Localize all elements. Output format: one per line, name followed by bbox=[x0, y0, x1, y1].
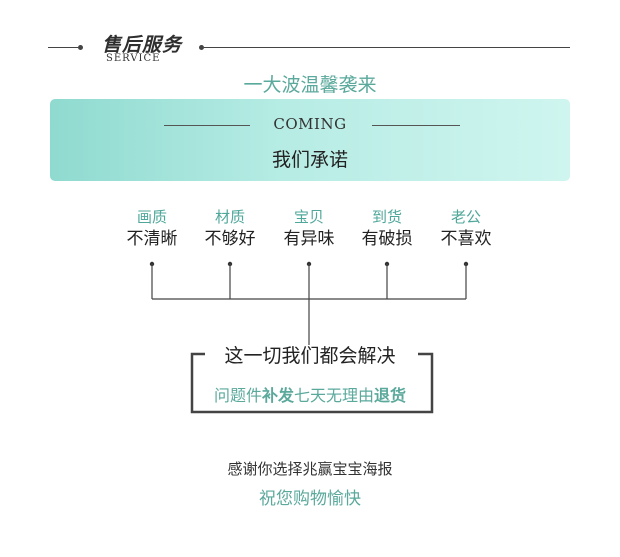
tagline: 一大波温馨袭来 bbox=[243, 74, 377, 96]
promise-item-quality: 画质 不清晰 bbox=[120, 208, 184, 250]
solve-bracket bbox=[190, 352, 434, 414]
solve-sub-part: 问题件 bbox=[213, 386, 262, 405]
solve-subtitle: 问题件补发七天无理由退货 bbox=[0, 382, 620, 406]
promise-item-text: 有异味 bbox=[283, 229, 335, 249]
solve-sub-part: 七天无理由 bbox=[294, 386, 375, 405]
wish-text: 祝您购物愉快 bbox=[259, 489, 361, 509]
promise-item-delivery: 到货 有破损 bbox=[355, 208, 419, 250]
promise-title: 我们承诺 bbox=[271, 149, 348, 171]
solve-sub-emphasis: 补发 bbox=[261, 386, 294, 405]
solve-title: 这一切我们都会解决 bbox=[224, 345, 396, 367]
promise-item-category: 老公 bbox=[450, 208, 481, 226]
promise-item-text: 不清晰 bbox=[126, 229, 178, 249]
connector-lines bbox=[151, 264, 467, 345]
coming-text: COMING bbox=[273, 115, 347, 133]
header-dot-right bbox=[199, 45, 204, 50]
header-dot-left bbox=[78, 45, 83, 50]
promise-item-category: 材质 bbox=[214, 208, 245, 226]
thanks-text: 感谢你选择兆赢宝宝海报 bbox=[227, 460, 393, 478]
promise-item-text: 有破损 bbox=[361, 229, 413, 249]
promise-item-category: 宝贝 bbox=[293, 208, 324, 226]
banner-line-left bbox=[164, 125, 250, 126]
header-line-left bbox=[48, 47, 78, 48]
promise-item-text: 不喜欢 bbox=[440, 229, 492, 249]
promise-item-product: 宝贝 有异味 bbox=[277, 208, 341, 250]
section-title: 售后服务 bbox=[102, 34, 183, 56]
promise-item-material: 材质 不够好 bbox=[198, 208, 262, 250]
promise-item-category: 到货 bbox=[371, 208, 402, 226]
promise-item-husband: 老公 不喜欢 bbox=[434, 208, 498, 250]
banner-line-right bbox=[372, 125, 460, 126]
header-line-right bbox=[204, 47, 570, 48]
promise-item-category: 画质 bbox=[136, 208, 167, 226]
solve-sub-emphasis: 退货 bbox=[374, 386, 407, 405]
section-subtitle: SERVICE bbox=[106, 53, 161, 64]
promise-banner: COMING 我们承诺 bbox=[50, 99, 570, 181]
promise-item-text: 不够好 bbox=[204, 229, 256, 249]
